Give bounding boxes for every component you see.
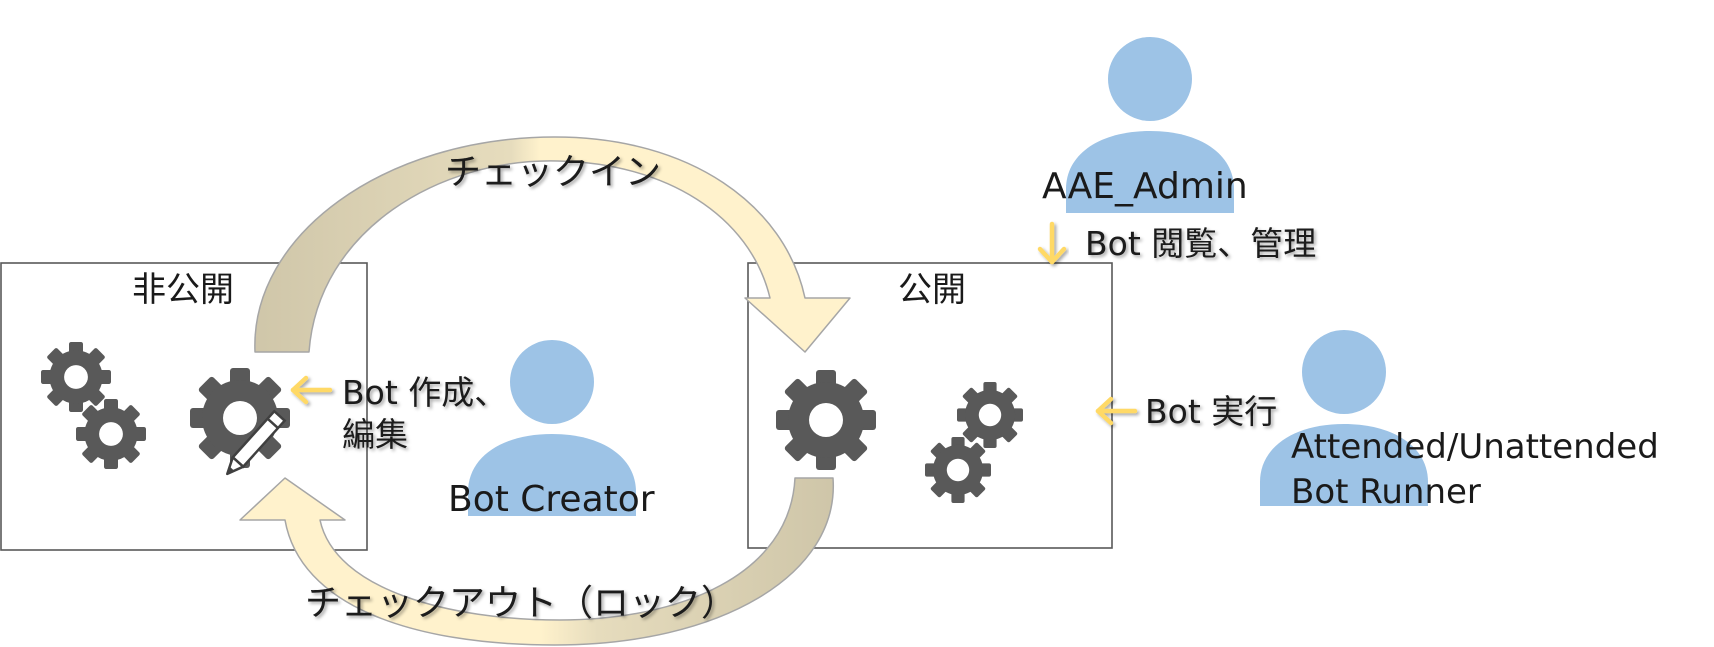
checkin-label: チェックイン [445,152,661,193]
checkout-arrow [239,477,834,646]
arrow-left-icon [1095,396,1138,426]
gear-icon [925,437,991,503]
gear-icon [41,342,111,412]
creator-action-line1: Bot 作成、 [342,373,507,412]
admin-action-label: Bot 閲覧、管理 [1085,224,1316,263]
checkin-arrow [254,136,851,353]
arrow-down-icon [1037,221,1067,265]
runner-action-label: Bot 実行 [1145,392,1277,431]
creator-role-label: Bot Creator [448,479,655,520]
gear-icon [76,399,146,469]
private-box-title: 非公開 [132,270,234,310]
gear-icon [957,382,1023,448]
pencil-icon [226,409,287,476]
arrow-left-icon [290,375,333,405]
gear-icon [776,370,876,470]
admin-role-label: AAE_Admin [1042,166,1248,207]
runner-role-line1: Attended/Unattended [1291,427,1659,467]
public-box-title: 公開 [898,270,966,310]
checkout-label: チェックアウト（ロック） [305,583,737,624]
creator-action-line2: 編集 [342,415,408,454]
runner-role-line2: Bot Runner [1291,472,1481,512]
